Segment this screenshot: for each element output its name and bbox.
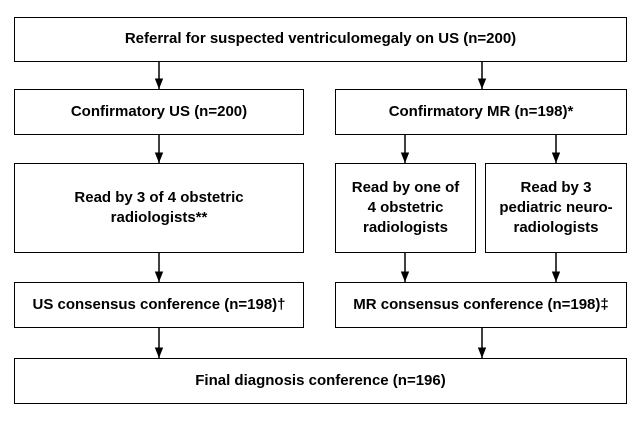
us-consensus-label: US consensus conference (n=198)†: [32, 295, 286, 313]
referral-label: Referral for suspected ventriculomegaly …: [124, 30, 517, 48]
final-diagnosis-label: Final diagnosis conference (n=196): [195, 371, 446, 389]
read-neuro-box: Read by 3 pediatric neuro- radiologists: [485, 163, 627, 253]
confirmatory-us-box: Confirmatory US (n=200): [14, 89, 304, 135]
us-consensus-box: US consensus conference (n=198)†: [14, 282, 304, 328]
read-obstetric-3of4-label: Read by 3 of 4 obstetric radiologists**: [74, 188, 244, 226]
read-obstetric-3of4-box: Read by 3 of 4 obstetric radiologists**: [14, 163, 304, 253]
confirmatory-us-label: Confirmatory US (n=200): [70, 102, 248, 120]
referral-box: Referral for suspected ventriculomegaly …: [14, 17, 627, 62]
read-obstetric-1of4-box: Read by one of 4 obstetric radiologists: [335, 163, 476, 253]
mr-consensus-box: MR consensus conference (n=198)‡: [335, 282, 627, 328]
final-diagnosis-box: Final diagnosis conference (n=196): [14, 358, 627, 404]
confirmatory-mr-label: Confirmatory MR (n=198)*: [388, 102, 574, 120]
confirmatory-mr-box: Confirmatory MR (n=198)*: [335, 89, 627, 135]
mr-consensus-label: MR consensus conference (n=198)‡: [353, 295, 609, 313]
read-neuro-label: Read by 3 pediatric neuro- radiologists: [499, 178, 613, 237]
read-obstetric-1of4-label: Read by one of 4 obstetric radiologists: [351, 178, 460, 237]
